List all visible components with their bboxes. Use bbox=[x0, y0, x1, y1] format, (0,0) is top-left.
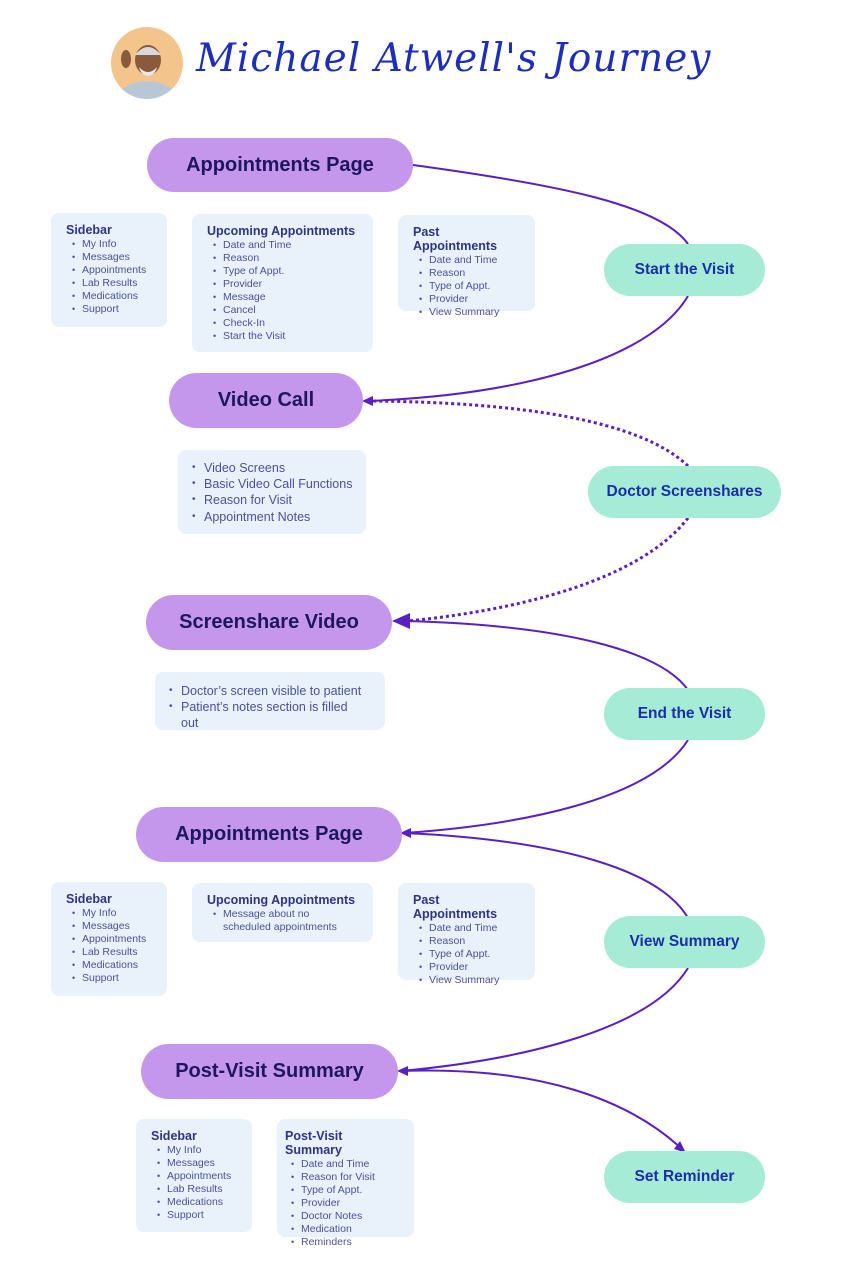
list-item: Video Screens bbox=[192, 460, 354, 476]
list-item: Provider bbox=[419, 961, 523, 974]
list-item: Date and Time bbox=[419, 922, 523, 935]
list-item: Reason bbox=[419, 267, 523, 280]
list-item: Lab Results bbox=[72, 277, 155, 290]
card-heading: Upcoming Appointments bbox=[207, 224, 356, 238]
card-heading: Upcoming Appointments bbox=[207, 893, 356, 907]
arrow-end-visit-to-appointments bbox=[403, 739, 689, 834]
list-item: Doctor Notes bbox=[291, 1210, 402, 1223]
list-item: Medications bbox=[72, 959, 155, 972]
card-sidebar: Sidebar My Info Messages Appointments La… bbox=[136, 1119, 252, 1232]
avatar bbox=[111, 27, 183, 99]
list-item: Provider bbox=[213, 278, 361, 291]
list-item: Lab Results bbox=[157, 1183, 240, 1196]
list-item: Reason for Visit bbox=[192, 492, 354, 508]
arrowhead-set-reminder bbox=[674, 1141, 686, 1153]
list-item: View Summary bbox=[419, 974, 523, 987]
list-item: Medication bbox=[291, 1223, 402, 1236]
list-item: Doctor’s screen visible to patient bbox=[169, 683, 373, 699]
card-screenshare-video: Doctor’s screen visible to patient Patie… bbox=[155, 672, 385, 730]
arrow-postvisit-to-set-reminder bbox=[400, 1069, 684, 1151]
list-item: Appointment Notes bbox=[192, 509, 354, 525]
arrow-start-visit-to-video-call bbox=[366, 295, 689, 402]
list-item: Medications bbox=[157, 1196, 240, 1209]
list-item: Basic Video Call Functions bbox=[192, 476, 354, 492]
arrowhead-video-call bbox=[362, 396, 373, 406]
arrowhead-appointments bbox=[400, 828, 411, 838]
list-item: Date and Time bbox=[291, 1158, 402, 1171]
action-set-reminder: Set Reminder bbox=[604, 1151, 765, 1203]
list-item: Messages bbox=[72, 920, 155, 933]
page-title: Michael Atwell's Journey bbox=[196, 36, 712, 81]
arrow-doctor-screenshares-to-video-call bbox=[366, 399, 690, 468]
list-item: Message about no scheduled appointments bbox=[213, 908, 361, 934]
list-item: View Summary bbox=[419, 306, 523, 319]
list-item: Start the Visit bbox=[213, 330, 361, 343]
arrowhead-screenshare bbox=[392, 613, 410, 629]
card-heading: Past Appointments bbox=[413, 893, 498, 921]
list-item: Lab Results bbox=[72, 946, 155, 959]
card-video-call: Video Screens Basic Video Call Functions… bbox=[178, 450, 366, 534]
list-item: Provider bbox=[419, 293, 523, 306]
arrowhead-postvisit bbox=[397, 1066, 408, 1076]
list-item: My Info bbox=[72, 238, 155, 251]
list-item: Patient’s notes section is filled out bbox=[169, 699, 373, 731]
arrow-end-visit-from-screenshare bbox=[404, 620, 689, 691]
list-item: Date and Time bbox=[213, 239, 361, 252]
list-item: Support bbox=[72, 972, 155, 985]
arrow-appointments-to-start-visit bbox=[412, 164, 689, 245]
list-item: Support bbox=[72, 303, 155, 316]
list-item: Type of Appt. bbox=[419, 280, 523, 293]
list-item: Type of Appt. bbox=[419, 948, 523, 961]
page-appointments-1: Appointments Page bbox=[147, 138, 413, 192]
page-appointments-2: Appointments Page bbox=[136, 807, 402, 862]
list-item: Reason bbox=[213, 252, 361, 265]
card-post-visit-summary: Post-Visit Summary Date and Time Reason … bbox=[277, 1119, 414, 1249]
card-sidebar: Sidebar My Info Messages Appointments La… bbox=[51, 213, 167, 327]
card-heading: Sidebar bbox=[66, 223, 112, 237]
list-item: Appointments bbox=[157, 1170, 240, 1183]
list-item: Appointments bbox=[72, 933, 155, 946]
list-item: Date and Time bbox=[419, 254, 523, 267]
list-item: Messages bbox=[72, 251, 155, 264]
arrow-view-summary-to-postvisit bbox=[400, 967, 689, 1072]
card-upcoming-appointments: Upcoming Appointments Date and Time Reas… bbox=[192, 214, 373, 352]
card-heading: Sidebar bbox=[151, 1129, 197, 1143]
list-item: My Info bbox=[157, 1144, 240, 1157]
card-heading: Post-Visit Summary bbox=[285, 1129, 343, 1157]
action-start-the-visit: Start the Visit bbox=[604, 244, 765, 296]
card-heading: Sidebar bbox=[66, 892, 112, 906]
action-view-summary: View Summary bbox=[604, 916, 765, 968]
list-item: Type of Appt. bbox=[213, 265, 361, 278]
list-item: Reminders bbox=[291, 1236, 402, 1249]
list-item: Cancel bbox=[213, 304, 361, 317]
list-item: Type of Appt. bbox=[291, 1184, 402, 1197]
list-item: Medications bbox=[72, 290, 155, 303]
page-video-call: Video Call bbox=[169, 373, 363, 428]
list-item: Check-In bbox=[213, 317, 361, 330]
card-past-appointments: Past Appointments Date and Time Reason T… bbox=[398, 883, 535, 987]
card-past-appointments: Past Appointments Date and Time Reason T… bbox=[398, 215, 535, 319]
list-item: Message bbox=[213, 291, 361, 304]
list-item: Support bbox=[157, 1209, 240, 1222]
list-item: Appointments bbox=[72, 264, 155, 277]
arrow-appointments-to-view-summary bbox=[403, 832, 689, 919]
action-doctor-screenshares: Doctor Screenshares bbox=[588, 466, 781, 518]
page-screenshare-video: Screenshare Video bbox=[146, 595, 392, 650]
list-item: Provider bbox=[291, 1197, 402, 1210]
list-item: Reason bbox=[419, 935, 523, 948]
card-upcoming-appointments: Upcoming Appointments Message about no s… bbox=[192, 883, 373, 942]
list-item: Messages bbox=[157, 1157, 240, 1170]
card-sidebar: Sidebar My Info Messages Appointments La… bbox=[51, 882, 167, 996]
card-heading: Past Appointments bbox=[413, 225, 498, 253]
page-post-visit-summary: Post-Visit Summary bbox=[141, 1044, 398, 1099]
arrow-doctor-screenshares-to-screenshare bbox=[407, 517, 690, 623]
list-item: My Info bbox=[72, 907, 155, 920]
action-end-the-visit: End the Visit bbox=[604, 688, 765, 740]
list-item: Reason for Visit bbox=[291, 1171, 402, 1184]
